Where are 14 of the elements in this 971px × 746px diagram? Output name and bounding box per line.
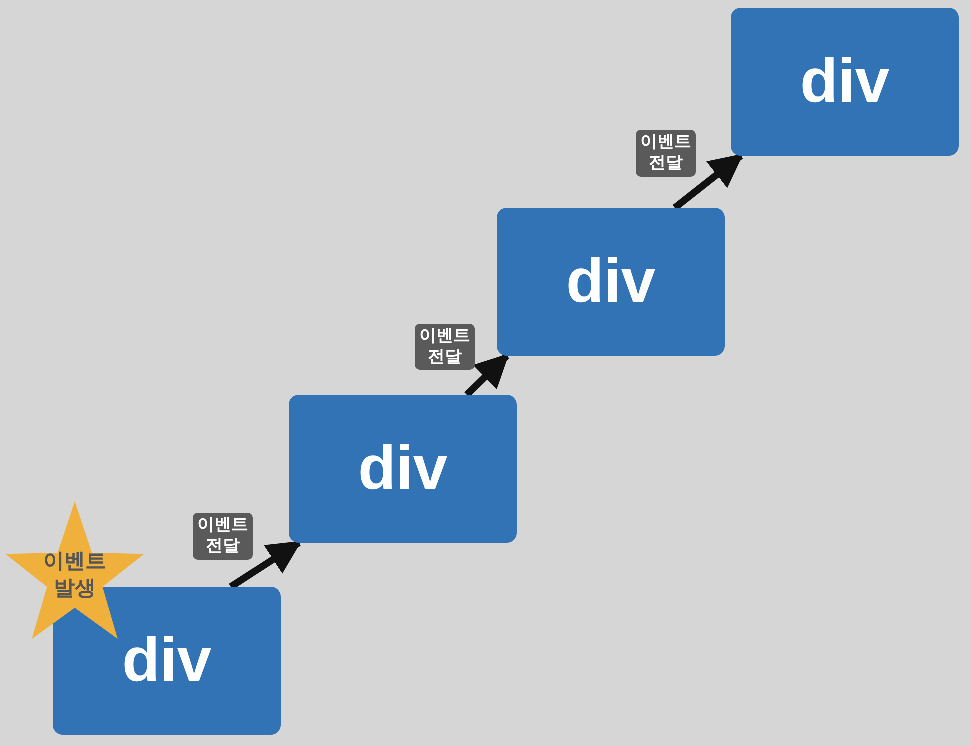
div-box (497, 208, 725, 356)
element-label: div (358, 438, 448, 500)
div-box (289, 395, 517, 543)
arrow (229, 540, 302, 590)
element-label: div (122, 630, 212, 692)
arrow (672, 153, 744, 211)
arrow (464, 353, 510, 398)
div-box (731, 8, 959, 156)
edge-label: 이벤트 전달 (193, 513, 253, 560)
edge-label: 이벤트 전달 (636, 130, 696, 176)
edge-label: 이벤트 전달 (415, 324, 475, 370)
event-label: 이벤트 발생 (42, 548, 108, 602)
element-label: div (800, 51, 890, 113)
element-label: div (566, 251, 656, 313)
